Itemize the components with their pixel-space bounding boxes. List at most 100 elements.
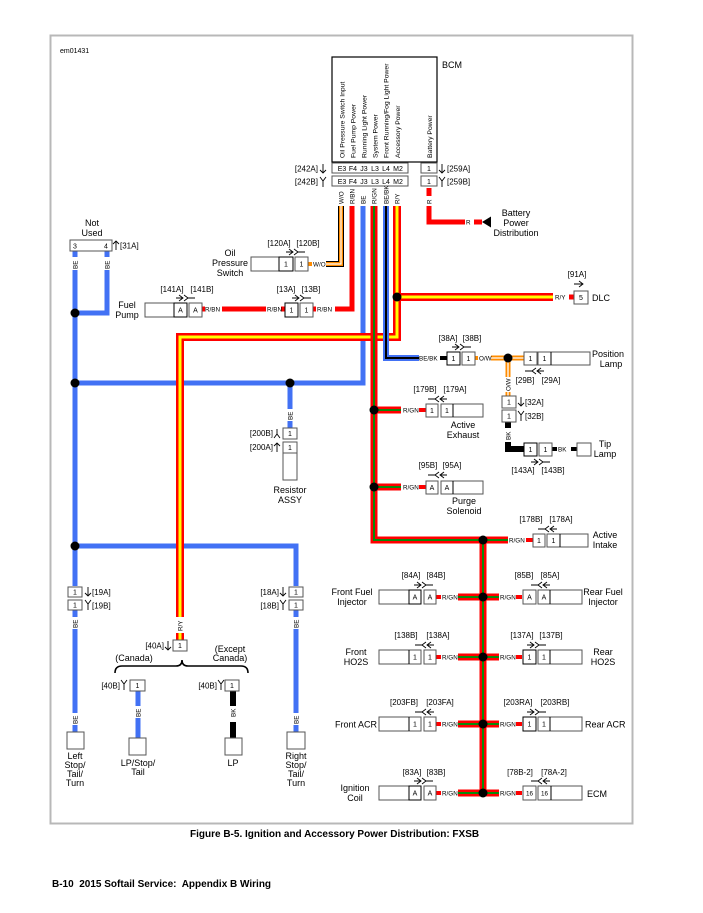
figure-caption: Figure B-5. Ignition and Accessory Power… xyxy=(190,829,480,840)
wire-code-label: BE xyxy=(104,261,111,269)
connector-259b xyxy=(420,175,438,187)
connector-label-40b: [40B] xyxy=(101,682,120,691)
wire-code-label: BE xyxy=(72,261,79,269)
mating-direction-icon xyxy=(537,525,558,533)
connector-label-84b: [84B] xyxy=(427,571,446,580)
bcm-function-label: Front Running/Fog Light Power xyxy=(384,63,391,158)
pin-label: A xyxy=(413,595,418,602)
connector-label-91a: [91A] xyxy=(568,270,587,279)
front-acr-body xyxy=(378,716,422,732)
splice-dot xyxy=(70,378,80,388)
wire-code-label: R/GN xyxy=(509,538,525,545)
ecm-body xyxy=(537,785,583,801)
connector-13a xyxy=(284,302,299,318)
component-name: Left xyxy=(67,751,83,761)
connector-91a xyxy=(573,290,589,305)
wire-code-label: R/GN xyxy=(442,595,458,602)
label-mask xyxy=(71,617,79,629)
connector-143a xyxy=(523,442,538,457)
wire-code-label: R/GN xyxy=(403,485,419,492)
pin-label: 3 xyxy=(73,244,77,251)
connector-83a xyxy=(408,785,422,801)
pin-label: A xyxy=(527,595,532,602)
connector-40a xyxy=(172,639,188,652)
component-name: Active xyxy=(451,420,476,430)
wire-code-label: BE xyxy=(72,716,79,724)
tip-lamp: 1 1 BK Tip Lamp [143A] [143B] xyxy=(511,439,616,475)
component-name: Distribution xyxy=(493,228,538,238)
connector-84b xyxy=(423,589,437,605)
splice-pointer-icon xyxy=(482,216,491,228)
splice-dot xyxy=(478,535,488,545)
mating-direction-icon xyxy=(414,641,435,649)
wire-code-label: R/BN xyxy=(317,307,332,314)
connector-141a xyxy=(173,302,188,318)
connector-label-18b: [18B] xyxy=(260,602,279,611)
wire-code-label: R/GN xyxy=(500,655,516,662)
trunk-row-ignition-ecm: Ignition Coil A A [83A] [83B] R/GN R/GN … xyxy=(340,768,607,803)
component-name: Right xyxy=(285,751,307,761)
pin-label: 1 xyxy=(542,655,546,662)
label-mask xyxy=(292,617,300,629)
bcm-function-label: System Power xyxy=(373,113,380,158)
right-lamp-body xyxy=(286,731,306,750)
splice-dot xyxy=(70,308,80,318)
label-mask xyxy=(71,257,79,270)
pin-label: 1 xyxy=(290,308,294,315)
figure-id: em01431 xyxy=(60,48,89,55)
connector-85b xyxy=(522,589,537,605)
pin-label: L4 xyxy=(382,166,390,173)
pin-label: A xyxy=(428,595,433,602)
left-lamp-body xyxy=(66,731,85,750)
left-stop-tail-turn: 1 1 [19A] [19B] BE BE Left Stop/ Tail/ T… xyxy=(64,586,111,788)
connector-label-13b: [13B] xyxy=(302,285,321,294)
male-terminal-icon xyxy=(279,599,287,611)
pin-label: 1 xyxy=(294,603,298,610)
wire-bk xyxy=(230,422,577,738)
male-terminal-icon xyxy=(273,428,281,439)
component-name: Exhaust xyxy=(447,430,480,440)
pin-label: 1 xyxy=(73,603,77,610)
wire-code-label: O/W xyxy=(505,378,512,391)
splice-dot xyxy=(369,405,379,415)
position-lamp-circuit: [38A] [38B] BE/BK 1 1 O/W 1 1 Position L… xyxy=(419,334,624,440)
wire-code-label: BK xyxy=(558,447,567,454)
label-mask xyxy=(292,713,300,725)
connector-label-95a: [95A] xyxy=(443,461,462,470)
connector-label-29a: [29A] xyxy=(542,376,561,385)
component-name: Used xyxy=(81,228,102,238)
wire-code-label: BE/BK xyxy=(384,185,391,204)
component-name: Coil xyxy=(347,793,363,803)
component-name: Front Fuel xyxy=(331,587,372,597)
component-name: Active xyxy=(593,530,618,540)
connector-83b xyxy=(423,785,437,801)
wire-code-label: R/BN xyxy=(267,307,282,314)
connector-242a xyxy=(331,162,409,174)
pin-label: J3 xyxy=(360,166,368,173)
connector-label-120a: [120A] xyxy=(267,239,290,248)
mating-direction-icon xyxy=(524,367,545,375)
splice-dot xyxy=(478,652,488,662)
wire-code-label: BE xyxy=(287,412,294,420)
purge-solenoid: [95B] [95A] R/GN A A Purge Solenoid xyxy=(403,461,484,516)
pin-label: 1 xyxy=(552,538,556,545)
component-name: Rear Fuel xyxy=(583,587,623,597)
wire-code-label: R/GN xyxy=(442,791,458,798)
tip-lamp-body xyxy=(576,442,592,457)
pin-label: 1 xyxy=(428,722,432,729)
connector-label-200b: [200B] xyxy=(250,429,273,438)
pin-label: 1 xyxy=(452,356,456,363)
pin-label: 16 xyxy=(526,791,534,798)
wire-be-bk xyxy=(383,206,447,361)
pin-label: 1 xyxy=(542,722,546,729)
connector-label-141a: [141A] xyxy=(160,285,183,294)
connector-label-203ra: [203RA] xyxy=(504,698,533,707)
figure-frame xyxy=(49,34,634,825)
bcm-box xyxy=(331,56,438,163)
connector-95b xyxy=(425,480,439,495)
component-name: Lamp xyxy=(600,359,623,369)
connector-18b xyxy=(288,599,304,611)
component-name: Injector xyxy=(588,597,618,607)
pin-label: L3 xyxy=(371,179,379,186)
wire-code-label: BE/BK xyxy=(419,356,438,363)
